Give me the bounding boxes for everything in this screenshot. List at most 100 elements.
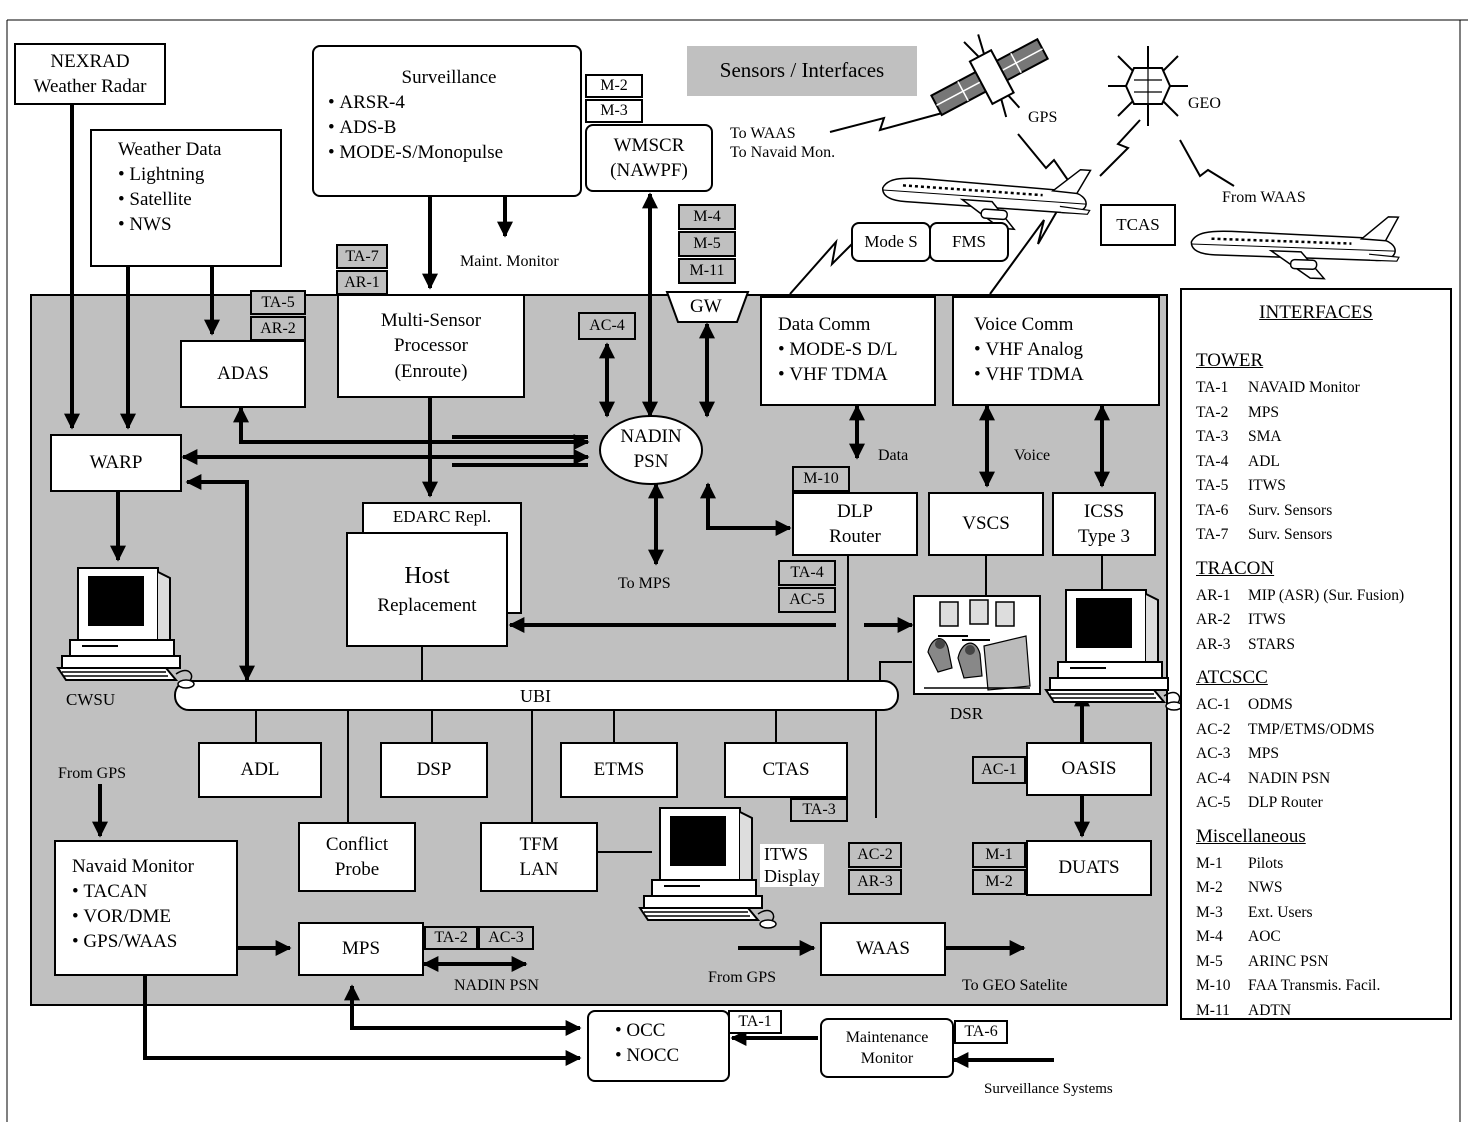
ctas-text: CTAS (762, 759, 810, 781)
legend-code: TA-3 (1196, 428, 1229, 445)
duats-text: DUATS (1058, 857, 1120, 879)
legend-description: Surv. Sensors (1248, 526, 1333, 543)
gw-gateway-shape (665, 291, 750, 323)
voice-comm-box: Voice Comm VHF Analog VHF TDMA (952, 296, 1160, 406)
tfm-lan-box: TFM LAN (480, 822, 598, 892)
interface-tag-m11: M-11 (678, 258, 736, 284)
legend-code: AC-5 (1196, 794, 1231, 811)
sensors-interfaces-title-text: Sensors / Interfaces (719, 58, 885, 83)
etms-box: ETMS (560, 742, 678, 798)
interface-tag-text: AC-3 (488, 929, 524, 946)
legend-row: TA-2 MPS (1196, 401, 1436, 426)
sensors-interfaces-title: Sensors / Interfaces (687, 46, 917, 96)
legend-section-heading: TRACON (1196, 557, 1275, 579)
from-waas-label: From WAAS (1222, 189, 1306, 206)
nadin-psn-label: NADIN PSN (600, 422, 702, 478)
weather-data-title: Weather Data (118, 139, 222, 160)
legend-description: NAVAID Monitor (1248, 379, 1360, 396)
interface-tag-text: TA-1 (738, 1013, 772, 1030)
interface-tag-ta5: TA-5 (250, 290, 306, 315)
geo-satellite-icon (1108, 46, 1188, 126)
wmscr-line-2: (NAWPF) (610, 160, 688, 181)
wmscr-line-1: WMSCR (613, 134, 685, 156)
legend-code: AR-1 (1196, 586, 1231, 604)
legend-code: TA-2 (1196, 403, 1229, 421)
legend-description: STARS (1248, 635, 1295, 653)
interface-tag-text: M-10 (803, 470, 839, 487)
interface-tag-text: AC-5 (789, 591, 825, 608)
edarc-text: EDARC Repl. (392, 507, 492, 526)
data-comm-box: Data Comm MODE-S D/L VHF TDMA (760, 296, 936, 406)
adl-box: ADL (198, 742, 322, 798)
icss-type3-box: ICSS Type 3 (1052, 492, 1156, 556)
msp-line-1: Multi-Sensor (380, 310, 482, 332)
legend-description: MIP (ASR) (Sur. Fusion) (1248, 586, 1405, 604)
interface-tag-m2: M-2 (972, 869, 1026, 895)
voice-comm-item: VHF TDMA (974, 362, 1138, 387)
interface-tag-ta2: TA-2 (424, 926, 478, 950)
nadin-line-2: PSN (633, 451, 669, 472)
interface-tag-m5: M-5 (678, 231, 736, 257)
nexrad-line-2: Weather Radar (33, 76, 147, 97)
interface-tag-ac2: AC-2 (848, 842, 902, 868)
adas-box: ADAS (180, 340, 306, 408)
conflict-probe-box: Conflict Probe (298, 822, 416, 892)
legend-description: NADIN PSN (1248, 769, 1331, 787)
interface-tag-ar2: AR-2 (250, 316, 306, 341)
tfm-lan-line-2: LAN (519, 859, 559, 880)
interface-tag-text: TA-5 (261, 293, 295, 311)
ctas-box: CTAS (724, 742, 848, 798)
dsp-text: DSP (416, 759, 452, 781)
tfm-lan-line-1: TFM (519, 833, 559, 855)
legend-code: AC-3 (1196, 745, 1231, 762)
navaid-monitor-item: TACAN (72, 879, 220, 904)
interface-tag-ta6: TA-6 (954, 1020, 1008, 1044)
navaid-monitor-title: Navaid Monitor (72, 856, 194, 877)
legend-description: MPS (1248, 403, 1280, 421)
legend-description: NWS (1248, 879, 1283, 896)
interface-tag-m10: M-10 (792, 466, 850, 492)
legend-section-heading: TOWER (1196, 350, 1264, 371)
host-line-2: Replacement (377, 594, 477, 616)
wmscr-box: WMSCR (NAWPF) (585, 124, 713, 192)
oasis-box: OASIS (1026, 742, 1152, 796)
gps-satellite-icon (930, 34, 1050, 118)
legend-description: FAA Transmis. Facil. (1248, 977, 1381, 994)
legend-section-heading: ATCSCC (1196, 667, 1268, 688)
interface-tag-text: M-4 (693, 208, 721, 225)
surveillance-item: MODE-S/Monopulse (328, 140, 570, 165)
dsr-console-icon (913, 595, 1041, 695)
legend-code: AC-1 (1196, 696, 1231, 713)
interface-tag-text: AC-1 (981, 761, 1017, 778)
fms-box: FMS (929, 222, 1009, 262)
maintenance-monitor-box: Maintenance Monitor (820, 1018, 954, 1078)
interface-tag-text: TA-7 (345, 247, 379, 265)
interface-tag-text: M-2 (985, 873, 1013, 890)
msp-line-3: (Enroute) (394, 360, 468, 382)
mps-box: MPS (298, 922, 424, 976)
interface-tag-ta1: TA-1 (728, 1010, 782, 1034)
legend-code: M-1 (1196, 854, 1223, 872)
gps-label: GPS (1028, 109, 1058, 126)
dlp-router-box: DLP Router (792, 492, 918, 556)
mps-text: MPS (341, 938, 381, 960)
interface-tag-m4: M-4 (678, 204, 736, 230)
conflict-probe-line-2: Probe (334, 859, 380, 880)
legend-code: AR-2 (1196, 611, 1231, 628)
weather-data-item: NWS (118, 212, 270, 237)
adl-text: ADL (240, 759, 280, 781)
occ-item: NOCC (615, 1043, 702, 1068)
to-waas-line-1: To WAAS (730, 125, 796, 142)
itws-display-line-1: ITWS (764, 844, 808, 864)
interface-tag-text: TA-6 (964, 1023, 998, 1040)
interface-tag-text: AC-2 (857, 846, 893, 863)
